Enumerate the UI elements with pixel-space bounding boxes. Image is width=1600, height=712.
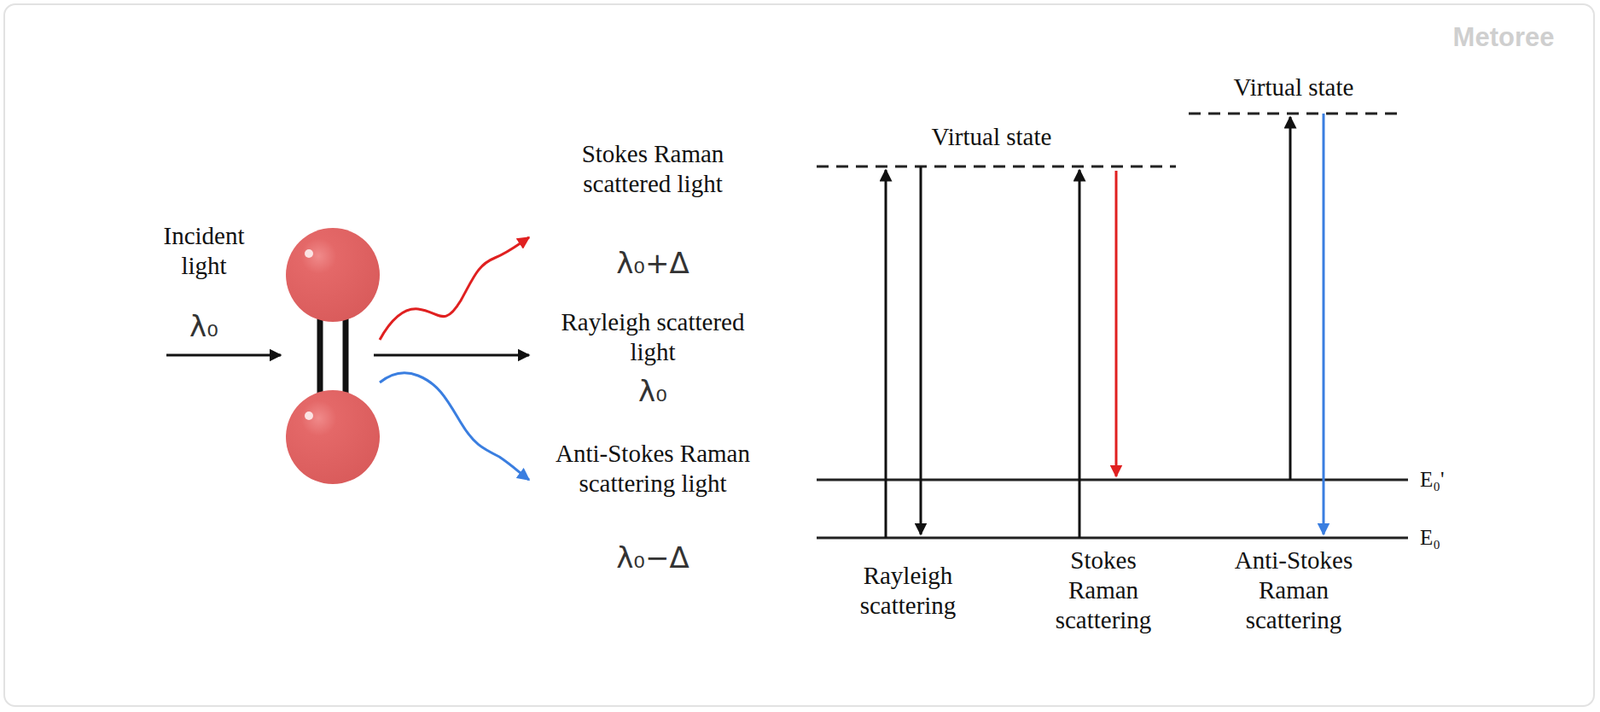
wavelength-label: λ₀+Δ	[588, 245, 717, 280]
wavelength-label: λ₀	[169, 308, 239, 344]
anti-stokes-label: Anti-Stokes Raman scattering light	[550, 438, 756, 499]
stokes-label: Stokes Raman scattered light	[563, 139, 743, 199]
virtual-level	[1188, 112, 1403, 116]
scattering-label: Stokes Raman scattering	[1039, 545, 1168, 635]
bond	[343, 315, 350, 395]
emission-arrow	[919, 166, 923, 535]
atom	[285, 227, 380, 322]
watermark: Metoree	[1418, 22, 1589, 53]
rayleigh-arrow	[373, 354, 530, 357]
ground-level	[816, 536, 1408, 540]
excitation-arrow	[1078, 169, 1082, 538]
scattering-label: Rayleigh scattering	[835, 560, 981, 621]
incident-arrow	[166, 354, 281, 357]
anti-stokes-wave	[379, 372, 530, 480]
excitation-arrow	[1289, 116, 1292, 480]
scattering-label: Anti-Stokes Raman scattering	[1221, 545, 1367, 635]
energy-level-label: E₀	[1419, 524, 1489, 551]
highlight	[304, 411, 314, 420]
wavelength-label: λ₀−Δ	[588, 540, 717, 575]
incident-label: Incident light	[144, 221, 264, 281]
anti-stokes-emission-arrow	[1322, 113, 1326, 535]
energy-level-label: E₀'	[1419, 466, 1489, 493]
stokes-wave	[379, 237, 530, 340]
vibrational-level	[816, 478, 1408, 482]
virtual-state-label: Virtual state	[889, 122, 1094, 152]
virtual-level	[816, 165, 1176, 169]
excitation-arrow	[884, 169, 888, 538]
stokes-emission-arrow	[1115, 170, 1118, 477]
highlight	[304, 249, 314, 258]
rayleigh-label: Rayleigh scattered light	[554, 307, 751, 367]
virtual-state-label: Virtual state	[1191, 72, 1397, 103]
bond	[317, 315, 324, 395]
atom	[285, 389, 380, 484]
wavelength-label: λ₀	[618, 373, 687, 408]
